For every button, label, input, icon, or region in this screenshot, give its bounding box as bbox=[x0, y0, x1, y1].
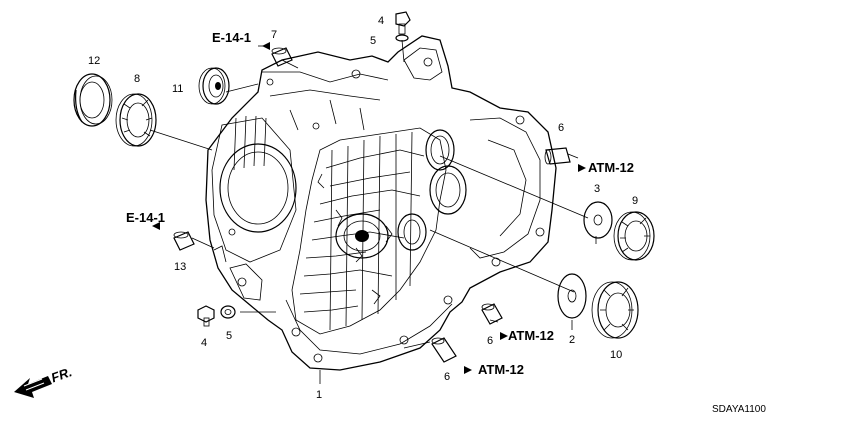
roller-bearing-10[interactable] bbox=[591, 281, 639, 339]
part-number-12: 12 bbox=[88, 55, 100, 67]
reference-atm-right: ATM-12 bbox=[588, 160, 634, 175]
reference-arrows bbox=[152, 42, 586, 374]
bearing-8[interactable] bbox=[115, 93, 157, 147]
dowel-pin-13[interactable] bbox=[173, 231, 195, 251]
plate-2[interactable] bbox=[557, 273, 587, 319]
part-number-9: 9 bbox=[632, 195, 638, 207]
arrow-atm-bottom-icon bbox=[464, 366, 472, 374]
part-number-5-bottom: 5 bbox=[226, 330, 232, 342]
labels: 1 2 3 4 4 5 5 6 6 6 7 8 9 10 11 12 13 E-… bbox=[49, 15, 766, 415]
reference-atm-bottom: ATM-12 bbox=[478, 362, 524, 377]
arrow-atm-mid-icon bbox=[500, 332, 508, 340]
arrow-e14-left-icon bbox=[152, 222, 160, 230]
part-number-4-top: 4 bbox=[378, 15, 384, 27]
part-number-11: 11 bbox=[172, 83, 183, 95]
part-number-5-top: 5 bbox=[370, 35, 376, 47]
oil-seal-11[interactable] bbox=[198, 67, 230, 105]
part-number-6-bottom: 6 bbox=[444, 371, 450, 383]
diagram-code: SDAYA1100 bbox=[712, 404, 766, 415]
oil-seal-12[interactable] bbox=[73, 73, 113, 127]
arrow-atm-right-icon bbox=[578, 164, 586, 172]
part-number-3: 3 bbox=[594, 183, 600, 195]
part-number-10: 10 bbox=[610, 349, 622, 361]
part-number-6-right: 6 bbox=[558, 122, 564, 134]
front-direction-arrow-icon bbox=[14, 376, 52, 398]
reference-e14-left: E-14-1 bbox=[126, 210, 165, 225]
part-number-8: 8 bbox=[134, 73, 140, 85]
reference-atm-mid: ATM-12 bbox=[508, 328, 554, 343]
bolt-4-bottom[interactable] bbox=[197, 305, 215, 327]
part-number-1: 1 bbox=[316, 389, 322, 401]
dowel-pin-6-mid[interactable] bbox=[481, 303, 503, 325]
torque-converter-housing[interactable] bbox=[205, 35, 557, 371]
front-direction-label: FR. bbox=[49, 364, 74, 385]
dowel-pin-6-right[interactable] bbox=[544, 147, 571, 165]
bearing-9[interactable] bbox=[613, 211, 655, 261]
washer-5-top[interactable] bbox=[395, 34, 409, 42]
part-number-4-bottom: 4 bbox=[201, 337, 207, 349]
part-number-6-mid: 6 bbox=[487, 335, 493, 347]
dowel-pin-7[interactable] bbox=[271, 47, 293, 67]
leader-lines bbox=[149, 39, 597, 384]
plate-3[interactable] bbox=[583, 201, 613, 239]
reference-e14-top: E-14-1 bbox=[212, 30, 251, 45]
part-number-7: 7 bbox=[271, 29, 277, 41]
part-number-13: 13 bbox=[174, 261, 186, 273]
washer-5-bottom[interactable] bbox=[220, 305, 236, 319]
dowel-pin-6-bottom[interactable] bbox=[431, 337, 457, 363]
part-number-2: 2 bbox=[569, 334, 575, 346]
bolt-4-top[interactable] bbox=[395, 11, 411, 35]
